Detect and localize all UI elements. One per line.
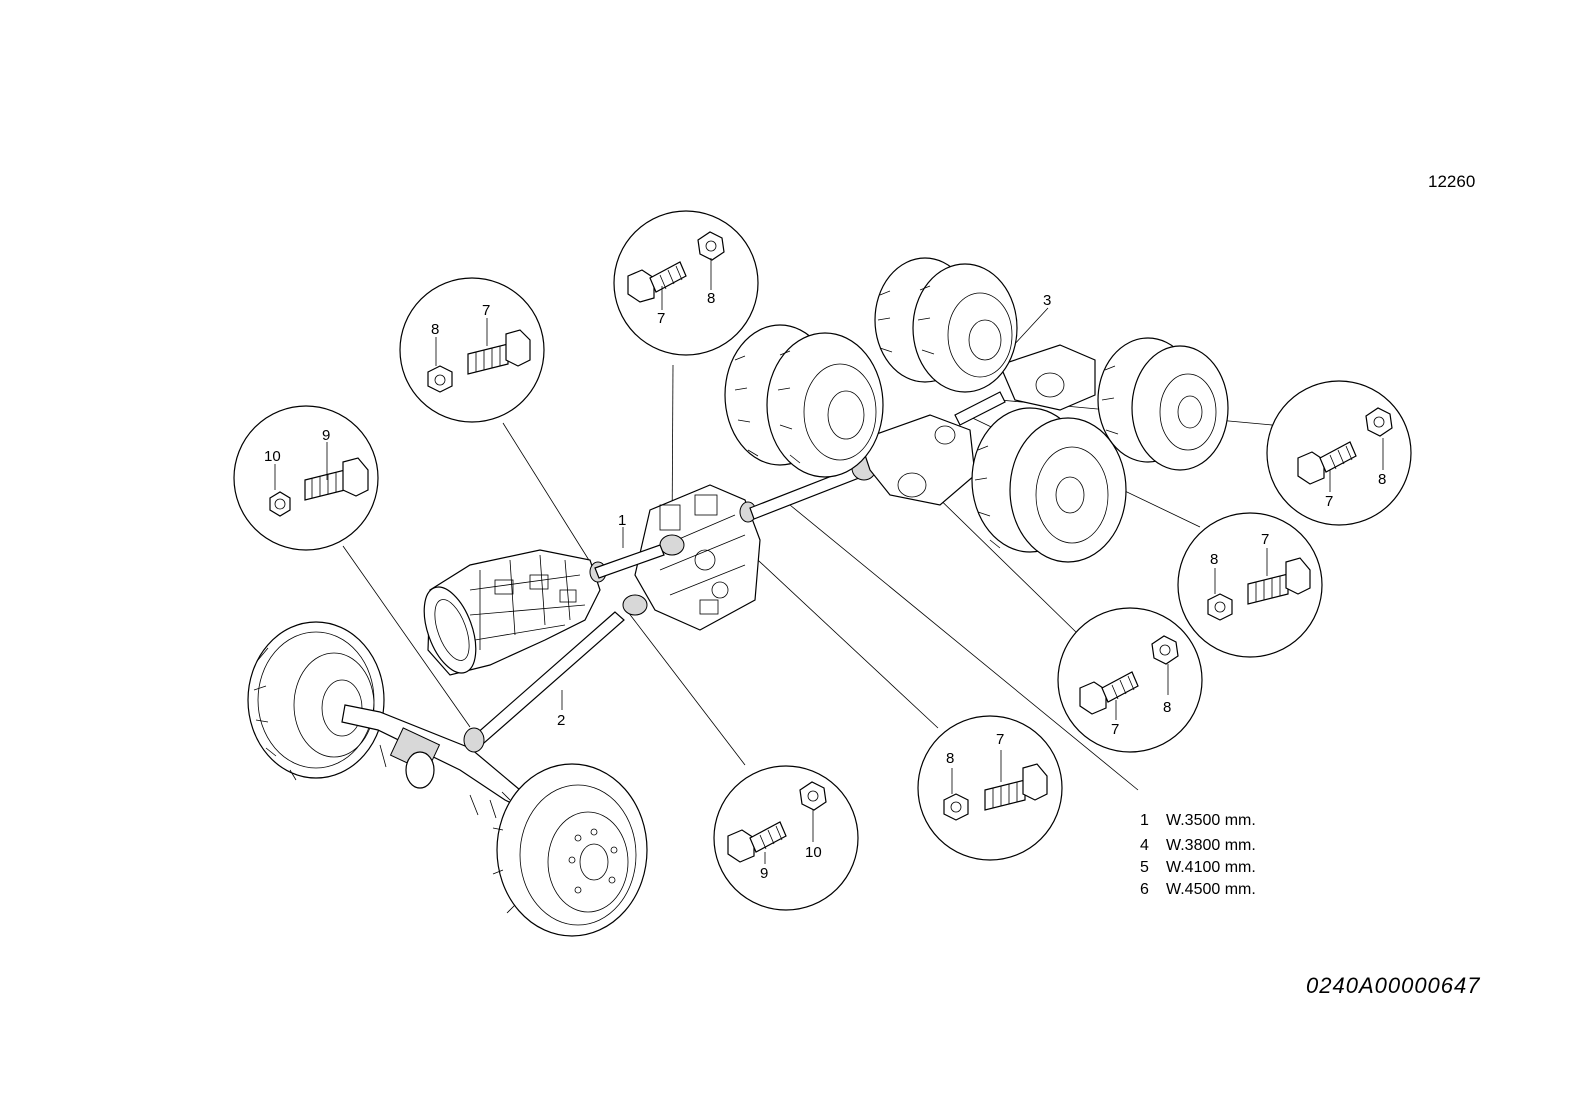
front-axle [247,621,648,937]
detail-f-nut-label: 8 [1163,699,1171,716]
detail-e-nut-label: 8 [1210,551,1218,568]
detail-bolt-nut-c [613,210,759,356]
propeller-shafts [463,391,1006,753]
detail-c-bolt-label: 7 [657,310,665,327]
detail-d-nut-label: 8 [1378,471,1386,488]
detail-c-nut-label: 8 [707,290,715,307]
detail-e-bolt-label: 7 [1261,531,1269,548]
detail-b-nut-label: 8 [431,321,439,338]
detail-bolt-nut-a [233,405,379,551]
detail-g-bolt-label: 7 [996,731,1004,748]
detail-bolt-nut-h [713,765,859,911]
legend-text: W.3500 mm. [1166,812,1256,829]
detail-f-bolt-label: 7 [1111,721,1119,738]
callout-shaft-3: 3 [1043,292,1051,309]
length-legend: 1 W.3500 mm. 4 W.3800 mm. 5 W.4100 mm. 6… [1140,812,1256,898]
legend-text: W.3800 mm. [1166,837,1256,854]
drawing-code: 0240A00000647 [1306,973,1481,998]
detail-d-bolt-label: 7 [1325,493,1333,510]
sheet-number: 12260 [1428,172,1475,191]
legend-num: 5 [1140,859,1149,876]
gearbox [423,549,607,676]
detail-b-bolt-label: 7 [482,302,490,319]
detail-bolt-nut-f [1057,607,1203,753]
legend-num: 6 [1140,881,1149,898]
detail-a-bolt-label: 9 [322,427,330,444]
detail-h-nut-label: 10 [805,844,822,861]
callout-shaft-2: 2 [557,712,565,729]
legend-text: W.4100 mm. [1166,859,1256,876]
transfer-case [622,484,761,631]
detail-bolt-nut-d [1266,380,1412,526]
detail-a-nut-label: 10 [264,448,281,465]
legend-num: 4 [1140,837,1149,854]
detail-bolt-nut-b [399,277,545,423]
callout-shaft-1: 1 [618,512,626,529]
rear-tandem-axles [724,257,1229,563]
detail-h-bolt-label: 9 [760,865,768,882]
legend-num: 1 [1140,812,1149,829]
detail-bolt-nut-g [917,715,1063,861]
detail-bolt-nut-e [1177,512,1323,658]
detail-g-nut-label: 8 [946,750,954,767]
legend-text: W.4500 mm. [1166,881,1256,898]
